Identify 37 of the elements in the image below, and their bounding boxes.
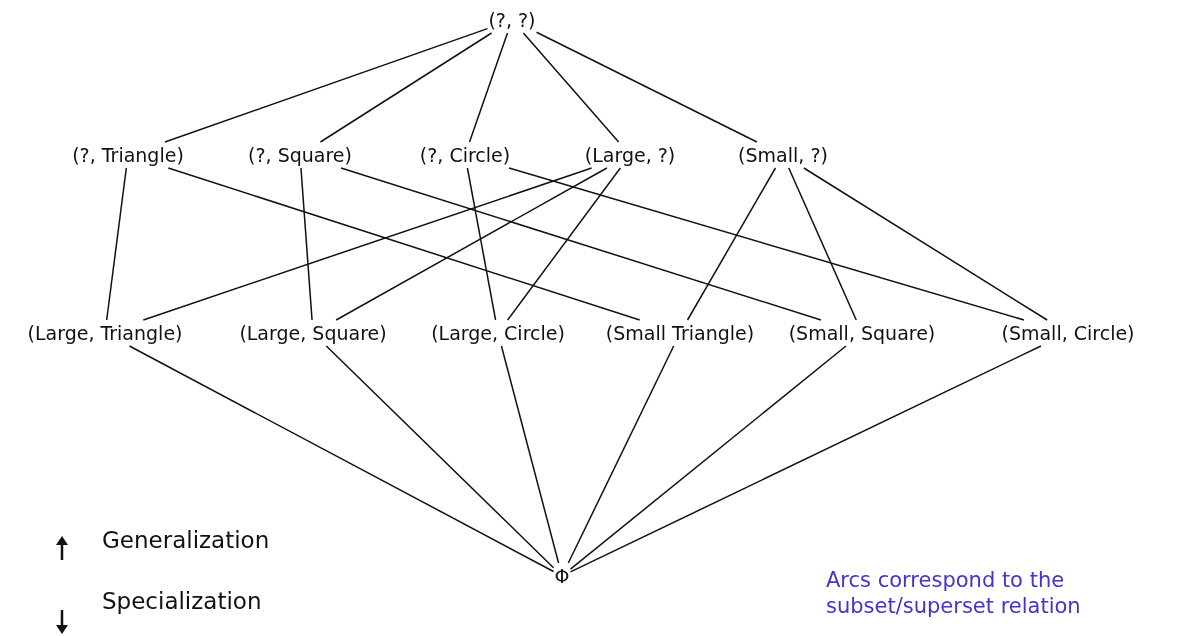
node-label: (?, Triangle) [71, 142, 185, 168]
connector-line [466, 167, 497, 321]
connector-line [569, 345, 847, 570]
node-label: (?, ?) [487, 7, 537, 33]
node-label: (?, Circle) [418, 142, 512, 168]
connector-line [567, 345, 675, 564]
connector-line [506, 167, 622, 321]
connector-line [468, 32, 509, 143]
connector-line [335, 167, 608, 321]
node-label: (Small Triangle) [604, 320, 756, 346]
node-label: Φ [553, 563, 571, 589]
connector-line [319, 32, 493, 143]
node-label: (Small, Circle) [1000, 320, 1136, 346]
connector-line [803, 167, 1048, 321]
connector-line [500, 345, 560, 564]
node-label: (Small, Square) [787, 320, 937, 346]
connector-line [535, 31, 758, 143]
node-label: (Large, Circle) [430, 320, 566, 346]
connector-line [128, 345, 555, 573]
connector-line [522, 32, 620, 143]
specialization-label: Specialization [102, 588, 262, 614]
connector-line [569, 345, 1042, 573]
node-label: (?, Square) [247, 142, 353, 168]
connector-line [686, 167, 777, 321]
node-label: (Small, ?) [737, 142, 829, 168]
connector-line [325, 345, 555, 569]
note-text: Arcs correspond to the subset/superset relation [826, 567, 1082, 620]
connector-line [340, 167, 822, 321]
connector-line [105, 167, 128, 321]
connector-line [788, 167, 857, 321]
generalization-label: Generalization [102, 527, 270, 553]
connector-line [508, 167, 1025, 321]
node-label: (Large, ?) [583, 142, 677, 168]
node-label: (Large, Square) [238, 320, 388, 346]
node-label: (Large, Triangle) [26, 320, 184, 346]
connector-line [164, 27, 489, 143]
connector-line [300, 167, 313, 321]
